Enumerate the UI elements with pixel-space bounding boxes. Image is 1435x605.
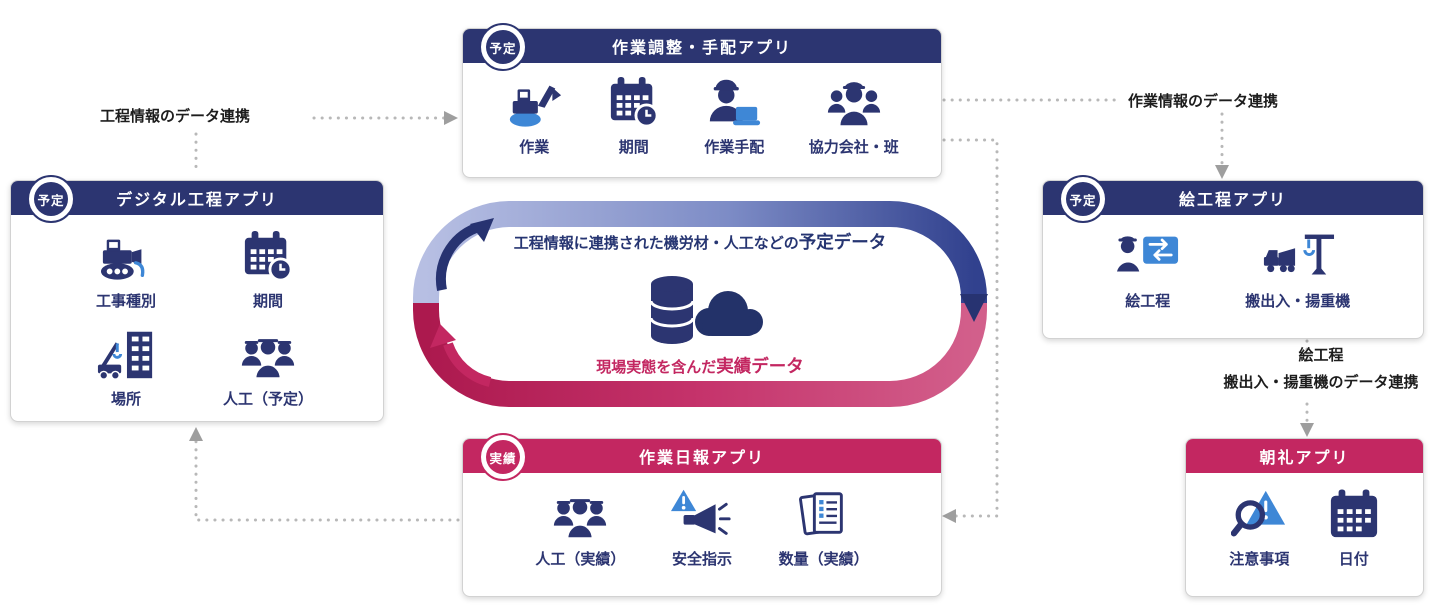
- arrowhead-up: [189, 427, 203, 441]
- card-item: 作業手配: [704, 75, 764, 157]
- item-label: 作業: [519, 138, 550, 156]
- loop-arrow-bottomleft-curve: [443, 342, 492, 387]
- item-label: 期間: [618, 138, 649, 156]
- item-label: 作業手配: [704, 138, 765, 156]
- item-label: 日付: [1338, 550, 1369, 568]
- arrowhead-right: [444, 111, 458, 125]
- item-label: 人工（予定）: [222, 390, 313, 408]
- connector-daily-to-digital: [194, 436, 460, 522]
- card-header: 予定 デジタル工程アプリ: [11, 175, 383, 223]
- card-title: 朝礼アプリ: [1259, 448, 1350, 467]
- link-label-line2: 搬出入・揚重機のデータ連携: [1223, 373, 1419, 391]
- card-item: 日付: [1328, 487, 1380, 569]
- worker-laptop-icon: [705, 75, 763, 129]
- card-work-adjustment: 予定 作業調整・手配アプリ 作業: [462, 23, 942, 178]
- item-label: 協力会社・班: [808, 138, 899, 156]
- card-item: 人工（実績）: [535, 491, 625, 569]
- item-label: 場所: [110, 390, 141, 408]
- card-body: 作業: [463, 63, 941, 167]
- link-label-line1: 絵工程: [1298, 346, 1344, 364]
- card-item: 人工（予定）: [223, 331, 313, 409]
- card-header: 予定 絵工程アプリ: [1043, 175, 1423, 223]
- card-picture-process: 予定 絵工程アプリ 絵工程: [1042, 175, 1424, 339]
- card-item: 安全指示: [670, 487, 734, 569]
- card-item: 絵工程: [1116, 229, 1180, 311]
- link-label-work-info: 作業情報のデータ連携: [1128, 92, 1279, 110]
- date-calendar-icon: [1328, 487, 1380, 541]
- item-label: 搬出入・揚重機: [1245, 292, 1351, 310]
- card-body: 絵工程 搬出入・揚重機: [1043, 215, 1423, 321]
- card-header: 予定 作業調整・手配アプリ: [463, 23, 941, 71]
- quantity-documents-icon: [797, 487, 851, 541]
- badge-label: 予定: [1066, 182, 1100, 216]
- loop-top-text: 工程情報に連携された機労材・人工などの予定データ: [514, 232, 887, 253]
- card-item: 工事種別: [96, 231, 156, 311]
- link-label-picture-info: 絵工程 搬出入・揚重機のデータ連携: [1215, 342, 1427, 396]
- card-item: 作業: [505, 75, 563, 157]
- bulldozer-icon: [97, 231, 155, 283]
- database-cloud-icon: [649, 276, 763, 344]
- arrowhead-down-2: [1300, 423, 1314, 437]
- loop-bottom-text: 現場実態を含んだ実績データ: [596, 356, 804, 377]
- excavator-icon: [505, 75, 563, 129]
- card-item: 数量（実績）: [779, 487, 869, 569]
- item-label: 絵工程: [1125, 292, 1171, 310]
- card-body: 工事種別: [11, 215, 383, 421]
- partner-group-icon: [825, 75, 883, 129]
- card-item: 協力会社・班: [809, 75, 899, 157]
- arrowhead-down-1: [1215, 165, 1229, 179]
- badge-label: 予定: [34, 182, 68, 216]
- loop-arrow-topleft: [470, 218, 494, 242]
- card-title: 絵工程アプリ: [1178, 190, 1287, 209]
- card-body: 人工（実績） 安全指示: [463, 473, 941, 579]
- card-morning-meeting: 朝礼アプリ 注意事項: [1185, 438, 1424, 597]
- card-daily-report: 実績 作業日報アプリ: [462, 433, 942, 597]
- workers-actual-icon: [550, 491, 610, 541]
- card-digital-process: 予定 デジタル工程アプリ 工事種別: [10, 175, 384, 422]
- card-item: 期間: [608, 75, 660, 157]
- schedule-badge: 予定: [1059, 175, 1107, 223]
- item-label: 注意事項: [1229, 550, 1290, 568]
- item-label: 人工（実績）: [535, 550, 626, 568]
- link-label-schedule-info: 工程情報のデータ連携: [100, 107, 251, 125]
- card-item: 搬出入・揚重機: [1245, 229, 1350, 311]
- card-item: 期間: [242, 229, 294, 311]
- card-title: 作業日報アプリ: [638, 448, 765, 467]
- card-title: デジタル工程アプリ: [116, 190, 278, 209]
- workers-planned-icon: [238, 331, 298, 381]
- calendar-clock-icon: [608, 75, 660, 129]
- loop-arrow-topleft-curve: [435, 223, 478, 291]
- caution-magnifier-icon: [1231, 487, 1287, 541]
- card-title: 作業調整・手配アプリ: [611, 38, 792, 57]
- process-board-icon: [1116, 229, 1180, 283]
- item-label: 期間: [252, 292, 283, 310]
- truck-crane-icon: [1261, 229, 1335, 283]
- actual-badge: 実績: [479, 433, 527, 481]
- calendar-clock-icon: [242, 229, 294, 283]
- data-loop-diagram: 工程情報に連携された機労材・人工などの予定データ 現場実態を含んだ実績データ: [413, 201, 988, 407]
- card-body: 注意事項 日付: [1186, 473, 1423, 579]
- safety-megaphone-icon: [670, 487, 734, 541]
- loop-top-band: [413, 201, 987, 305]
- badge-label: 実績: [486, 440, 520, 474]
- loop-arrow-right: [960, 294, 988, 322]
- card-item: 注意事項: [1229, 487, 1289, 569]
- card-header: 朝礼アプリ: [1186, 439, 1423, 473]
- item-label: 工事種別: [95, 292, 156, 310]
- item-label: 数量（実績）: [778, 550, 869, 568]
- schedule-badge: 予定: [27, 175, 75, 223]
- arrowhead-left: [942, 509, 956, 523]
- site-building-icon: [96, 327, 156, 381]
- card-item: 場所: [96, 327, 156, 409]
- badge-label: 予定: [486, 30, 520, 64]
- loop-arrow-bottomleft: [430, 324, 456, 348]
- card-header: 実績 作業日報アプリ: [463, 433, 941, 481]
- schedule-badge: 予定: [479, 23, 527, 71]
- item-label: 安全指示: [671, 550, 732, 568]
